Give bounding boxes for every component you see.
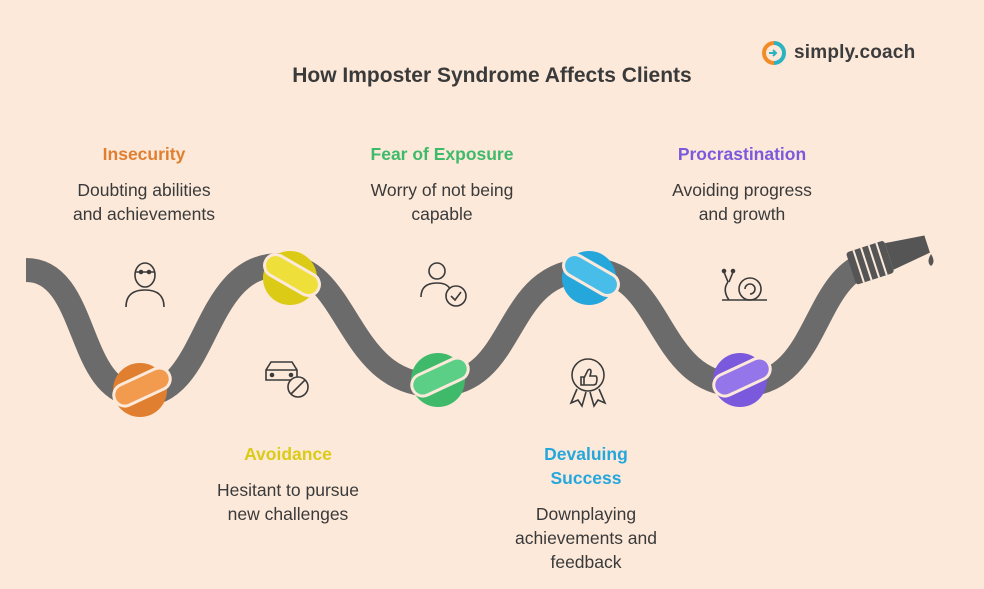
desc-line: capable xyxy=(411,204,473,224)
page-title: How Imposter Syndrome Affects Clients xyxy=(292,64,692,87)
desc-line: Doubting abilities xyxy=(77,180,211,200)
step-heading: Devaluing Success xyxy=(484,442,688,490)
brand-name: simply.coach xyxy=(794,42,916,63)
car-prohibited-icon xyxy=(265,361,309,398)
knot-procrastination xyxy=(712,353,772,407)
masked-person-icon xyxy=(125,262,165,308)
hose-nozzle xyxy=(846,235,930,285)
desc-line: Avoiding progress xyxy=(672,180,812,200)
knot-fear-of-exposure xyxy=(410,353,470,407)
step-description: Avoiding progress and growth xyxy=(640,178,844,226)
desc-line: new challenges xyxy=(227,504,349,524)
step-heading: Procrastination xyxy=(677,144,807,164)
step-heading: Fear of Exposure xyxy=(370,144,514,164)
desc-line: Worry of not being xyxy=(370,180,514,200)
heading-line: Devaluing xyxy=(544,444,628,464)
desc-line: and growth xyxy=(698,204,786,224)
step-devaluing-success: Devaluing Success Downplaying achievemen… xyxy=(484,442,688,574)
desc-line: Downplaying xyxy=(535,504,637,524)
step-procrastination: Procrastination Avoiding progress and gr… xyxy=(640,142,844,226)
snail-icon xyxy=(721,268,767,301)
brand: simply.coach xyxy=(762,40,915,66)
step-avoidance: Avoidance Hesitant to pursue new challen… xyxy=(186,442,390,526)
water-drop xyxy=(928,254,934,266)
knot-insecurity xyxy=(112,363,172,417)
simply-coach-logo-icon xyxy=(762,41,786,65)
step-fear-of-exposure: Fear of Exposure Worry of not being capa… xyxy=(340,142,544,226)
step-heading: Insecurity xyxy=(102,144,186,164)
desc-line: Hesitant to pursue xyxy=(216,480,360,500)
desc-line: achievements and xyxy=(514,528,658,548)
step-description: Downplaying achievements and feedback xyxy=(484,502,688,574)
step-heading: Avoidance xyxy=(244,444,332,464)
heading-line: Success xyxy=(550,468,622,488)
thumbs-up-badge-icon xyxy=(569,358,607,408)
step-description: Hesitant to pursue new challenges xyxy=(186,478,390,526)
person-check-icon xyxy=(420,262,467,307)
step-insecurity: Insecurity Doubting abilities and achiev… xyxy=(42,142,246,226)
desc-line: feedback xyxy=(550,552,622,572)
knot-avoidance xyxy=(263,251,321,305)
step-description: Worry of not being capable xyxy=(340,178,544,226)
step-description: Doubting abilities and achievements xyxy=(42,178,246,226)
knot-devaluing-success xyxy=(562,251,620,305)
desc-line: and achievements xyxy=(72,204,216,224)
